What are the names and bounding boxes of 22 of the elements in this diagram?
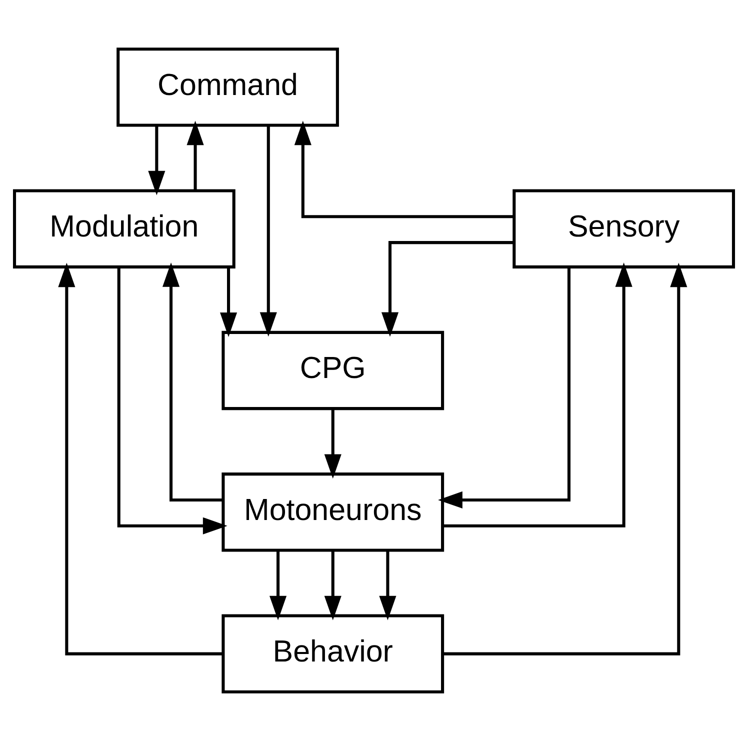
arrow — [186, 120, 204, 190]
arrow — [379, 550, 396, 620]
arrow — [442, 262, 688, 655]
arrow — [324, 550, 342, 620]
node-box: Motoneurons — [222, 472, 444, 552]
node-box: CPG — [222, 330, 444, 410]
arrow — [294, 120, 514, 218]
node-box: Modulation — [12, 188, 236, 268]
node-box: Behavior — [222, 614, 444, 693]
arrow — [117, 266, 228, 534]
arrow — [324, 408, 342, 478]
arrow — [148, 125, 166, 195]
arrow — [269, 550, 287, 620]
arrow — [220, 267, 238, 336]
node-box: Sensory — [512, 188, 736, 268]
arrow — [442, 262, 632, 527]
arrow — [438, 266, 570, 508]
arrow — [58, 262, 224, 655]
arrow — [260, 124, 277, 336]
arrow — [162, 262, 224, 501]
arrow — [381, 240, 514, 336]
node-box: Command — [116, 47, 339, 126]
